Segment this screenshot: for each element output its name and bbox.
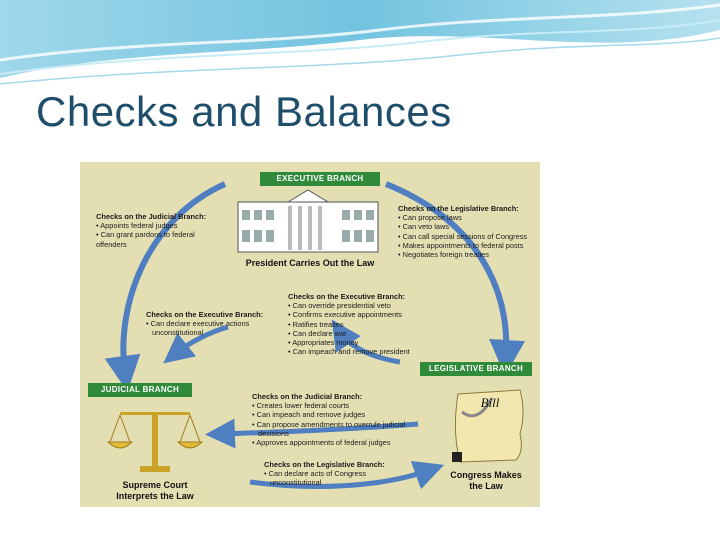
list-item: decisions [258, 428, 289, 438]
exec-checks-on-judicial: Checks on the Judicial Branch: Appoints … [96, 212, 206, 249]
judicial-caption-line2: Interprets the Law [116, 491, 194, 501]
judicial-checks-on-executive: Checks on the Executive Branch: Can decl… [146, 310, 263, 338]
list-item: Makes appointments to federal posts [398, 241, 527, 250]
scales-of-justice-icon [106, 412, 204, 472]
arrow-executive-to-judicial [104, 181, 227, 392]
judicial-caption-line1: Supreme Court [122, 480, 188, 490]
list-item: Appropriates money [288, 338, 410, 347]
exec-checks-on-legislative: Checks on the Legislative Branch: Can pr… [398, 204, 527, 259]
list-item: Can impeach and remove president [288, 347, 410, 356]
list-item: unconstitutional [152, 328, 204, 338]
list-item: Ratifies treaties [288, 320, 410, 329]
legislative-checks-on-judicial: Checks on the Judicial Branch: Creates l… [252, 392, 405, 447]
legislative-branch-banner: LEGISLATIVE BRANCH [420, 362, 532, 376]
list-item: offenders [96, 239, 127, 249]
header-wave-decoration [0, 0, 720, 85]
list-item: Creates lower federal courts [252, 401, 405, 410]
checks-balances-diagram: EXECUTIVE BRANCH President Carries Out t… [80, 162, 540, 507]
list-item: Negotiates foreign treaties [398, 250, 527, 259]
list-item: Can declare war [288, 329, 410, 338]
white-house-icon [237, 189, 379, 253]
judicial-on-executive-header: Checks on the Executive Branch: [146, 310, 264, 319]
list-item: Can grant pardons to federal [96, 230, 206, 239]
judicial-branch-banner: JUDICIAL BRANCH [88, 383, 192, 397]
list-item: Can veto laws [398, 222, 527, 231]
list-item: Can impeach and remove judges [252, 410, 405, 419]
list-item: Approves appointments of federal judges [252, 438, 405, 447]
list-item: Can declare executive actions [146, 319, 263, 328]
slide-title: Checks and Balances [36, 88, 452, 135]
arrow-judicial-to-legislative [249, 460, 445, 490]
legislative-checks-on-executive: Checks on the Executive Branch: Can over… [288, 292, 410, 356]
list-item: Can propose amendments to overrule judic… [252, 420, 406, 429]
judicial-checks-on-legislative: Checks on the Legislative Branch: Can de… [264, 460, 385, 488]
list-item: Can call special sessions of Congress [398, 232, 527, 241]
bill-label: Bill [480, 395, 500, 410]
exec-on-legislative-header: Checks on the Legislative Branch: [398, 204, 519, 213]
list-item: Can override presidential veto [288, 301, 410, 310]
judicial-on-legislative-header: Checks on the Legislative Branch: [264, 460, 385, 469]
list-item: Appoints federal judges [96, 221, 206, 230]
list-item: Confirms executive appointments [288, 310, 410, 319]
legislative-on-executive-header: Checks on the Executive Branch: [288, 292, 406, 301]
list-item: Can propose laws [398, 213, 527, 222]
legislative-caption-line2: the Law [469, 481, 503, 491]
bill-scroll-icon [452, 389, 524, 463]
arrow-judicial-to-executive [163, 324, 229, 364]
legislative-caption-line1: Congress Makes [450, 470, 522, 480]
legislative-on-judicial-header: Checks on the Judicial Branch: [252, 392, 363, 401]
list-item: Can declare acts of Congress [264, 469, 385, 478]
executive-branch-banner: EXECUTIVE BRANCH [260, 172, 380, 186]
executive-caption: President Carries Out the Law [245, 258, 375, 268]
exec-on-judicial-header: Checks on the Judicial Branch: [96, 212, 207, 221]
arrow-executive-to-legislative [384, 181, 526, 376]
list-item: unconstitutional [270, 478, 322, 488]
